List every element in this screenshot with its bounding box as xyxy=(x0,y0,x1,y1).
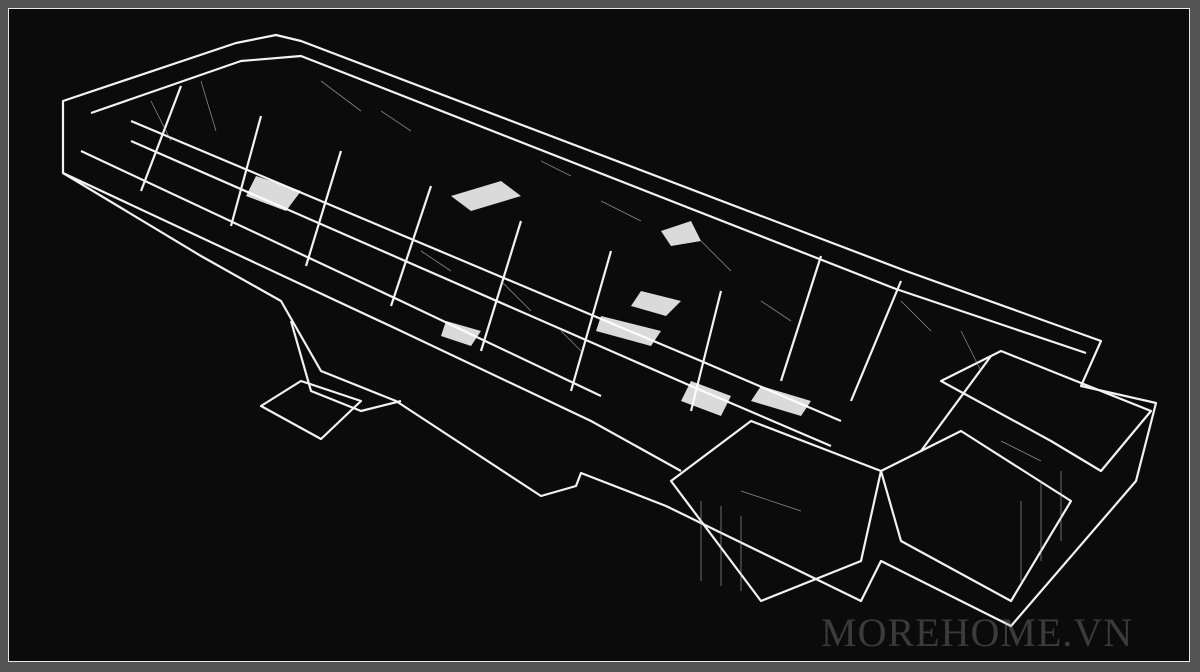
isometric-floor-plan-illustration xyxy=(61,33,1158,628)
image-frame: MOREHOME.VN xyxy=(8,8,1190,662)
building-outline xyxy=(61,33,1158,628)
watermark: MOREHOME.VN xyxy=(821,610,1134,655)
